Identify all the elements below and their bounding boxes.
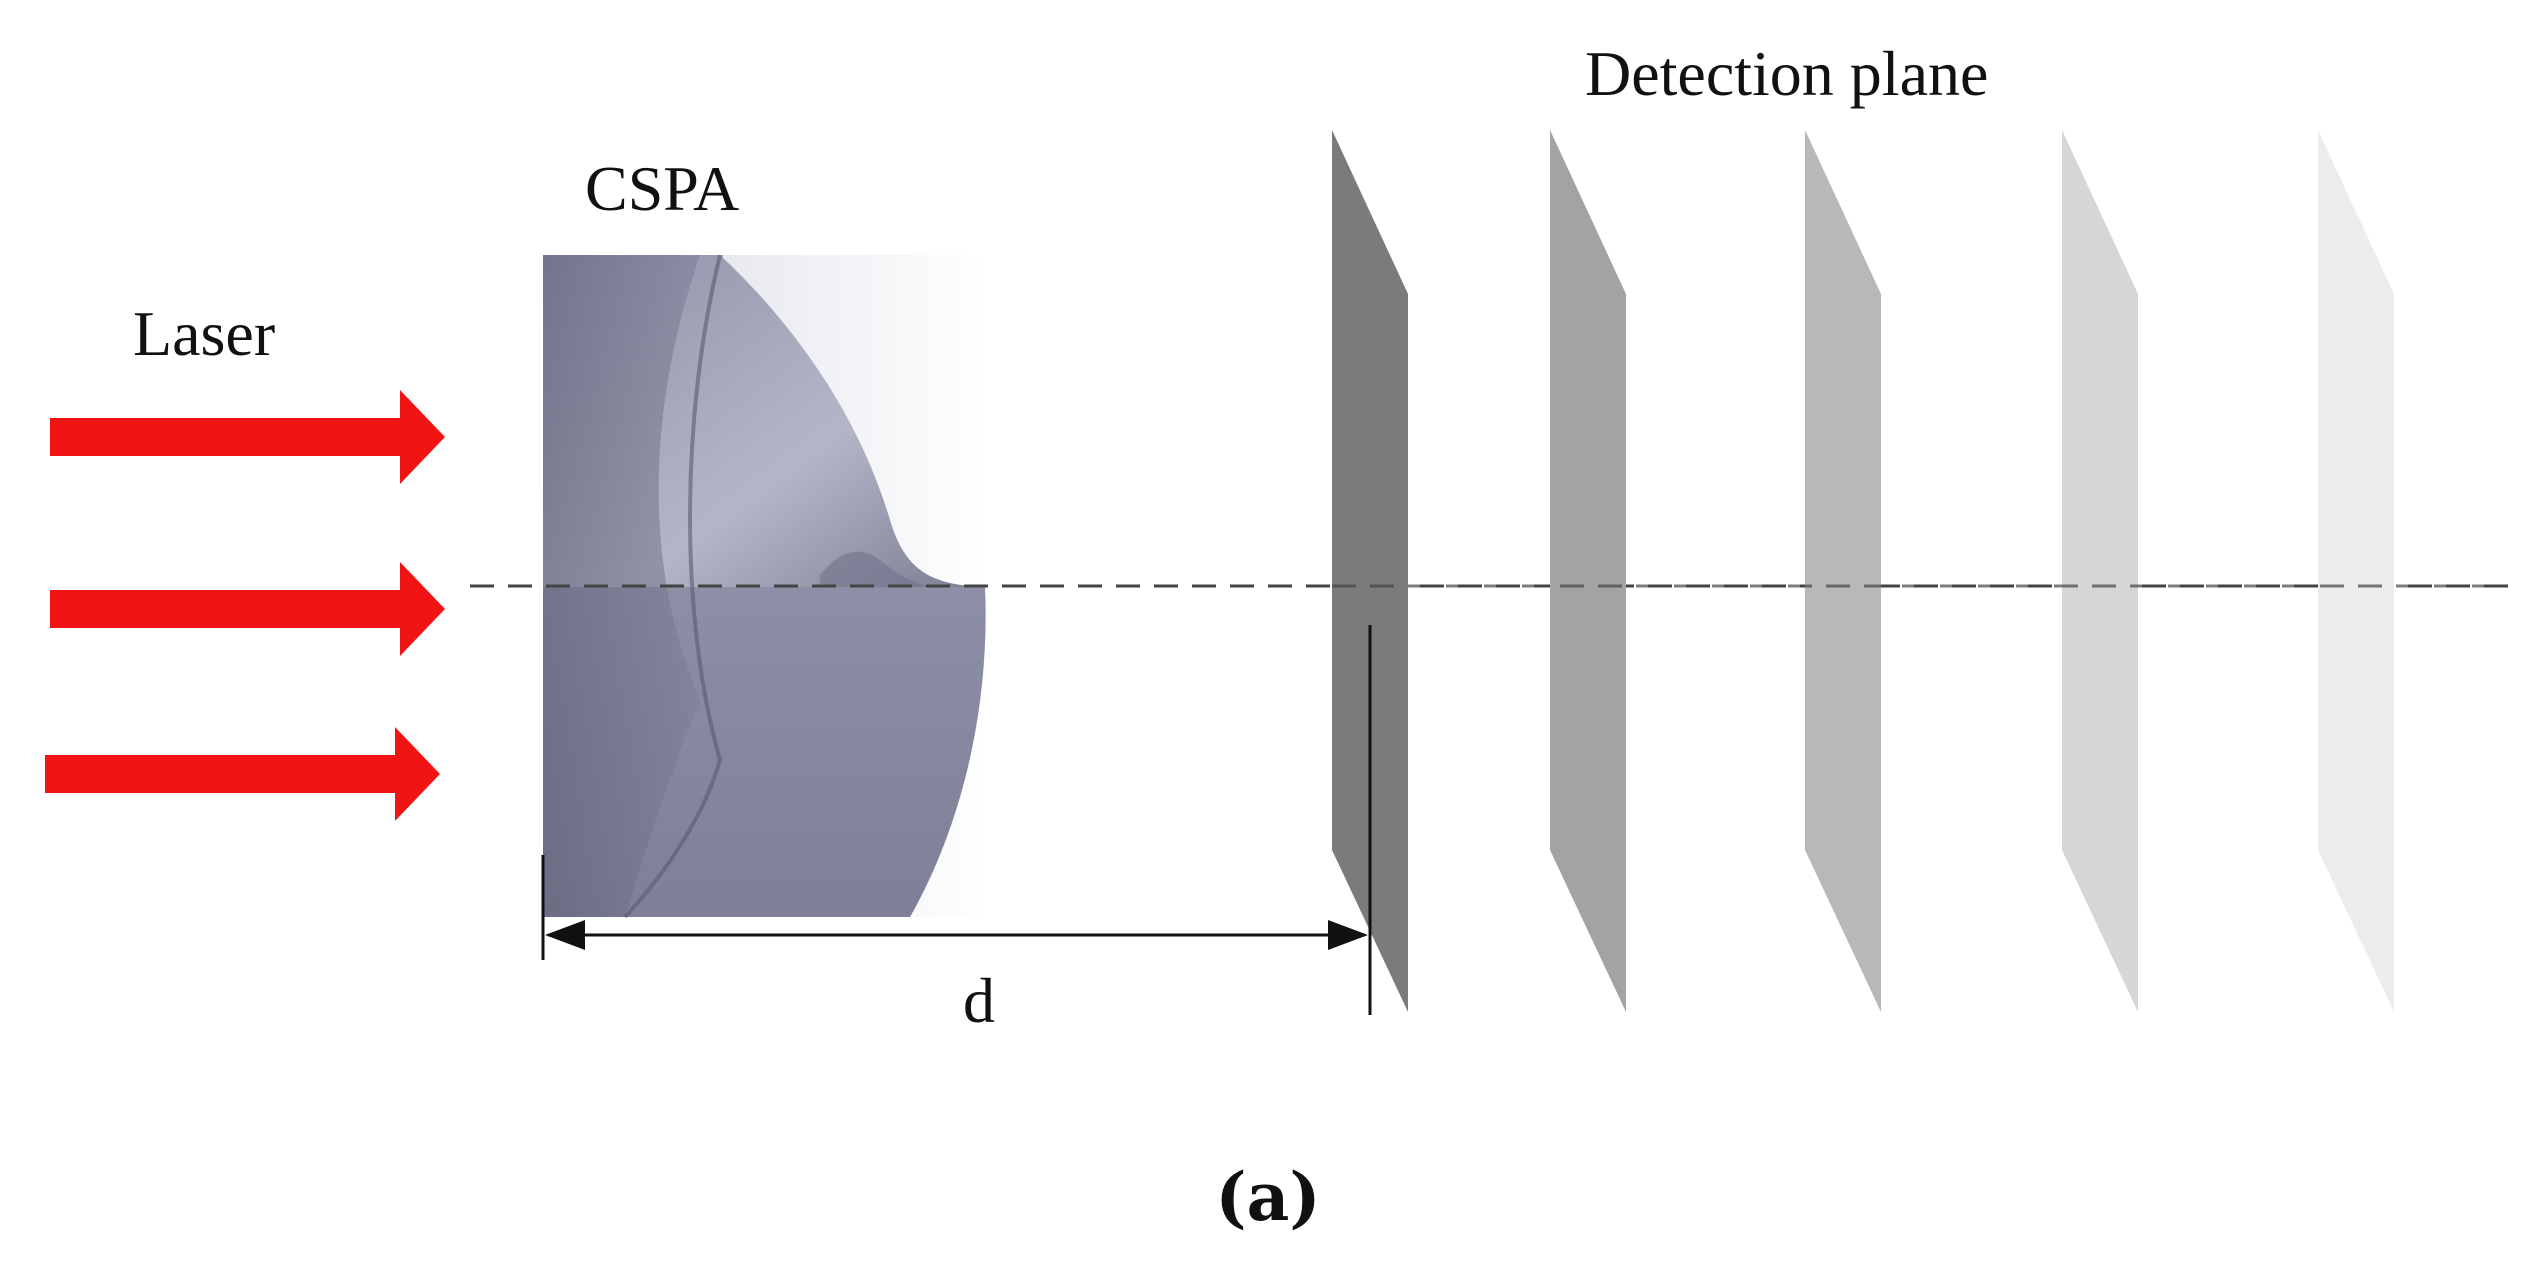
distance-dimension (541, 625, 1372, 1015)
dimension-arrow-left (545, 920, 585, 950)
lens-rim-curve (623, 254, 723, 919)
detection-plane-label: Detection plane (1585, 38, 1988, 109)
distance-label: d (963, 965, 995, 1036)
figure-caption: (a) (1215, 1158, 1320, 1236)
lens-left-edge (543, 255, 700, 917)
laser-arrow-top (50, 390, 445, 484)
detection-planes (1332, 130, 2394, 1012)
detection-plane-2 (1550, 130, 1626, 1012)
detection-plane-1 (1332, 130, 1408, 1012)
laser-arrow-bottom (45, 727, 440, 821)
laser-arrow-middle (50, 562, 445, 656)
laser-label: Laser (133, 298, 275, 369)
detection-plane-3 (1805, 130, 1881, 1012)
lens-curve-shadow (820, 551, 930, 587)
cspa-lens (543, 254, 990, 919)
dimension-arrow-right (1328, 920, 1368, 950)
detection-plane-5 (2318, 130, 2394, 1012)
laser-arrows (45, 390, 445, 821)
detection-plane-4 (2062, 130, 2138, 1012)
cspa-label: CSPA (585, 153, 739, 224)
